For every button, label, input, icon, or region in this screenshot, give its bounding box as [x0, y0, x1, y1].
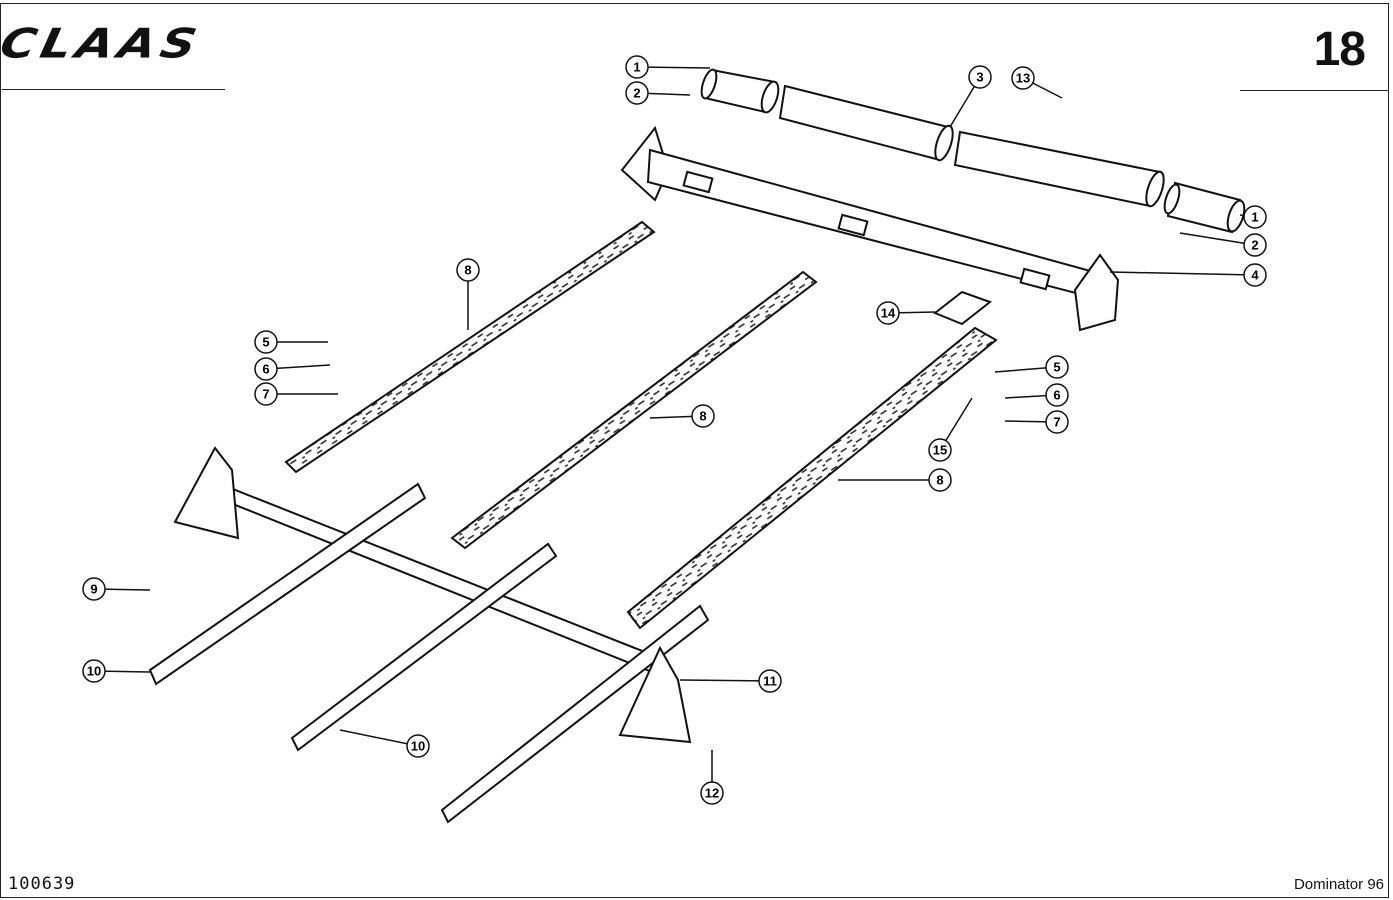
callout-c1a: 1	[625, 55, 711, 79]
callout-number: 5	[262, 335, 269, 350]
callout-c5a: 5	[254, 330, 328, 354]
wooden-slats	[284, 220, 998, 630]
callout-c5b: 5	[994, 355, 1069, 379]
tube-cap-right	[1163, 181, 1246, 234]
callout-c8a: 8	[456, 258, 480, 330]
callout-number: 4	[1251, 268, 1259, 283]
callout-number: 12	[705, 786, 719, 801]
callout-c4: 4	[1109, 263, 1267, 287]
callout-number: 8	[936, 473, 943, 488]
callout-number: 10	[411, 739, 425, 754]
callout-number: 1	[1251, 210, 1258, 225]
slat-plate	[933, 290, 993, 326]
callout-c6a: 6	[254, 357, 331, 381]
tube-cap-top	[700, 68, 780, 114]
callout-number: 2	[1251, 238, 1258, 253]
callout-c10b: 10	[339, 729, 430, 758]
callout-c14: 14	[876, 301, 936, 325]
header-rule-left	[2, 89, 225, 90]
callout-c3: 3	[949, 65, 992, 128]
callout-number: 2	[633, 86, 640, 101]
model-name: Dominator 96	[1293, 876, 1384, 893]
callout-number: 6	[1053, 388, 1060, 403]
callout-number: 7	[262, 387, 269, 402]
callout-number: 6	[262, 362, 269, 377]
callout-c7b: 7	[1004, 410, 1069, 434]
callout-number: 14	[881, 306, 896, 321]
frame-bars	[148, 446, 710, 824]
document-number: 100639	[8, 874, 76, 894]
tube-half-top	[778, 84, 954, 162]
callout-c8c: 8	[838, 468, 952, 492]
header-rule-right	[1240, 90, 1388, 91]
callout-number: 1	[633, 60, 640, 75]
callout-c7a: 7	[254, 382, 338, 406]
callout-number: 10	[87, 664, 101, 679]
callout-number: 7	[1053, 415, 1060, 430]
tube-half-right	[953, 130, 1165, 208]
callout-c2a: 2	[625, 81, 691, 105]
callout-number: 3	[976, 70, 983, 85]
callout-c11: 11	[679, 669, 782, 693]
callout-c15: 15	[928, 397, 973, 462]
callout-number: 13	[1016, 71, 1030, 86]
callout-number: 9	[90, 582, 97, 597]
callout-number: 11	[763, 674, 777, 689]
callout-number: 5	[1053, 360, 1060, 375]
callout-number: 15	[933, 443, 947, 458]
cross-member-assembly	[620, 125, 1120, 332]
callout-number: 8	[464, 263, 471, 278]
page-number: 18	[1313, 23, 1366, 76]
callout-c1b: 1	[1239, 205, 1267, 229]
callout-c6b: 6	[1004, 383, 1069, 407]
callout-c9: 9	[82, 577, 151, 601]
callout-c2b: 2	[1179, 232, 1267, 257]
callout-c12: 12	[700, 750, 724, 805]
callout-number: 8	[699, 409, 706, 424]
callout-c10a: 10	[82, 659, 151, 683]
page-border	[0, 3, 1389, 898]
callout-c13: 13	[1011, 66, 1063, 99]
callout-c8b: 8	[649, 404, 715, 428]
